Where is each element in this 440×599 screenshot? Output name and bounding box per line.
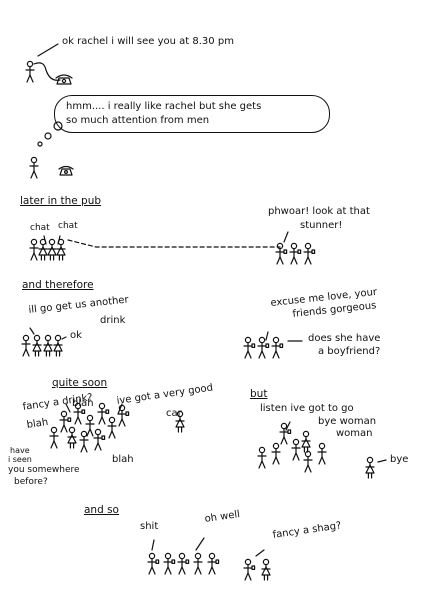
heading-and-so: and so [84,504,119,516]
thought-line-1: hmm.... i really like rachel but she get… [66,101,262,112]
car-line-2: car [166,408,182,419]
bye-text: bye [390,454,409,465]
chat-text-2: chat [58,221,78,231]
boyfriend-line-2: a boyfriend? [318,346,381,357]
bye-woman-line-2: woman [336,428,373,439]
heading-but: but [250,388,268,400]
heading-later-in-the-pub: later in the pub [20,195,102,207]
telephone-icon [58,165,74,176]
chat-text-1: chat [30,223,50,233]
bye-woman-line-1: bye woman [318,416,377,427]
ok-text: ok [70,330,82,341]
drink-line-2: drink [100,315,126,326]
listen-line: listen ive got to go [260,403,354,414]
phwoar-line-1: phwoar! look at that [268,206,370,217]
heading-and-therefore: and therefore [22,279,94,291]
scene2-pub [29,231,315,264]
boyfriend-line-1: does she have [308,333,381,344]
thought-line-2: so much attention from men [66,115,210,126]
seen-line-2: i seen [8,455,32,464]
seen-line-1: have [10,446,30,455]
scene3-left-group [21,327,67,357]
thought-bubble [54,95,330,133]
heading-quite-soon: quite soon [52,377,108,389]
phone-speech: ok rachel i will see you at 8.30 pm [62,36,234,47]
seen-line-4: before? [14,477,48,487]
phwoar-line-2: stunner! [300,220,343,231]
scene1-phone-call [25,43,73,85]
scene3-right-group [244,331,303,358]
blah-text-3: blah [112,454,134,465]
seen-line-3: you somewhere [8,465,80,475]
scene4-crowd [49,403,185,453]
scene5-ending [148,537,271,581]
man-figure [25,60,35,83]
shit-text: shit [140,521,159,532]
blah-text-2: blah [72,398,94,409]
leaving-woman-figure [365,456,375,479]
scene4-leaving [257,421,387,479]
thinking-man-figure [29,156,39,179]
